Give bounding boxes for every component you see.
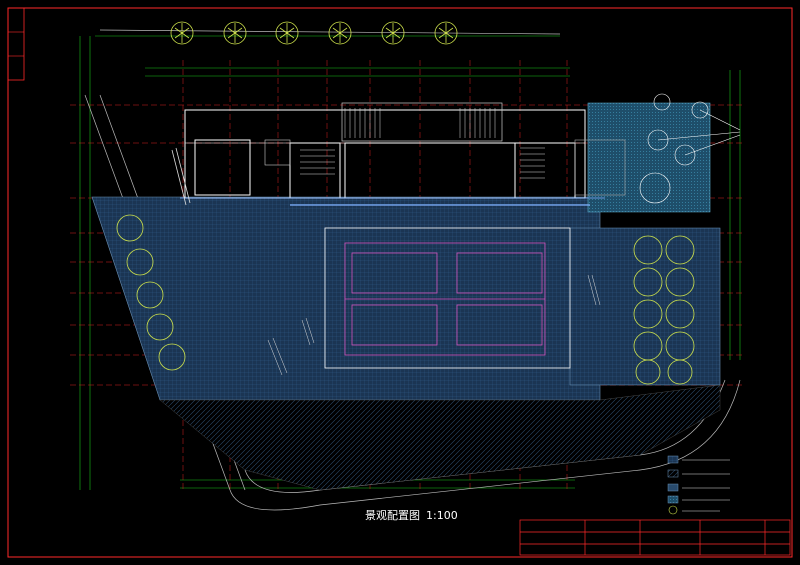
plaza-paving xyxy=(91,102,721,401)
tree-symbol-icon xyxy=(668,505,678,515)
legend-box xyxy=(667,455,730,515)
drawing-scale: 1:100 xyxy=(426,509,458,522)
top-tree-row xyxy=(170,21,458,45)
sports-courts xyxy=(324,227,571,369)
right-tree-grove xyxy=(633,235,695,385)
hatch-pattern-3-icon xyxy=(667,483,679,492)
building-plan xyxy=(180,102,626,206)
tree-icon xyxy=(328,21,352,45)
tree-icon xyxy=(170,21,194,45)
drawing-title: 景观配置图 xyxy=(365,509,420,522)
tree-icon xyxy=(434,21,458,45)
title-block xyxy=(519,519,791,556)
hatch-pattern-2-icon xyxy=(667,469,679,478)
tree-icon xyxy=(275,21,299,45)
drawing-border xyxy=(7,7,793,558)
left-tree-row xyxy=(116,214,186,371)
drawing-caption: 景观配置图 1:100 xyxy=(365,507,458,523)
hatch-pattern-4-icon xyxy=(667,495,679,504)
tree-icon xyxy=(223,21,247,45)
hatch-pattern-1-icon xyxy=(667,455,679,464)
stair-hatching xyxy=(171,108,601,376)
roof-garden xyxy=(639,93,741,204)
lower-paving xyxy=(159,384,721,491)
tree-icon xyxy=(381,21,405,45)
